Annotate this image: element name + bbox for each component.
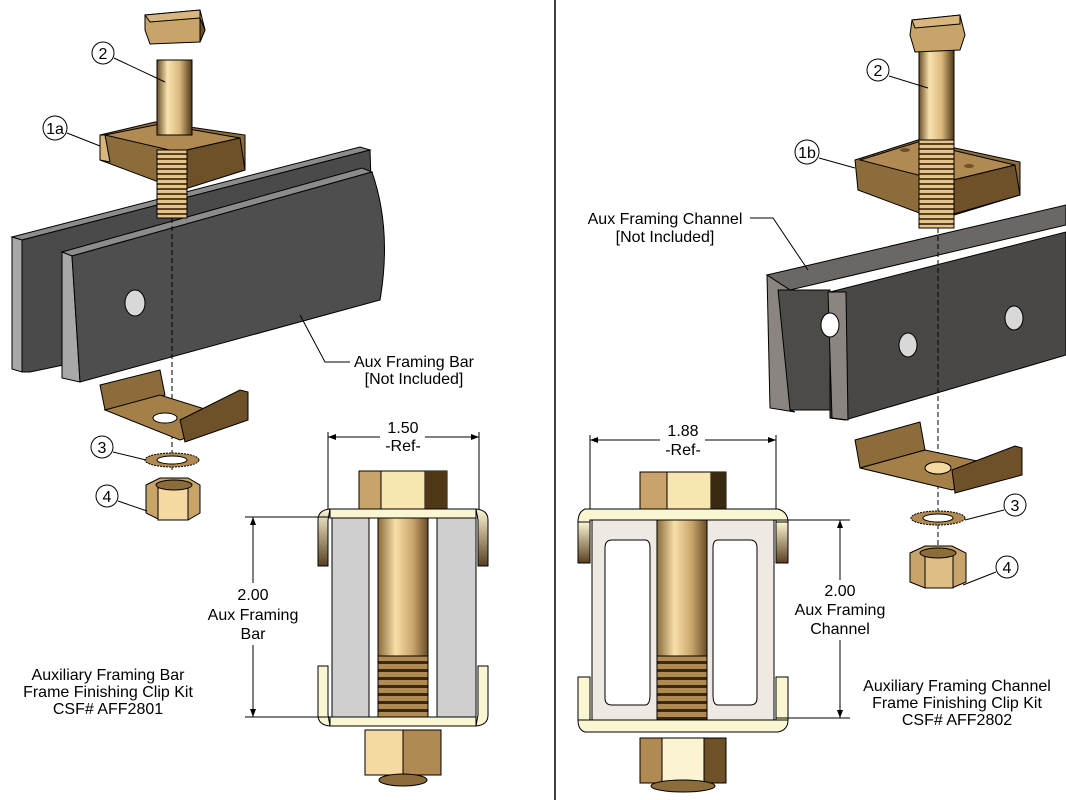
width-dim-note: -Ref- <box>385 438 421 455</box>
left-exploded-view: 2 1a 3 4 Aux Framing Bar [Not Included] <box>10 9 475 521</box>
framing-callout-line1: Aux Framing Channel <box>588 211 743 228</box>
svg-text:4: 4 <box>103 489 112 506</box>
bolt-shaft <box>918 47 955 141</box>
framing-callout-line1: Aux Framing Bar <box>354 354 475 371</box>
right-title-line3: CSF# AFF2802 <box>902 712 1012 729</box>
svg-text:1a: 1a <box>46 121 64 138</box>
balloon-2: 2 <box>866 58 929 89</box>
left-title-block: Auxiliary Framing Bar Frame Finishing Cl… <box>23 667 193 718</box>
right-title-line1: Auxiliary Framing Channel <box>863 678 1051 695</box>
balloon-2: 2 <box>91 41 166 83</box>
svg-text:4: 4 <box>1003 560 1012 577</box>
svg-text:1b: 1b <box>798 145 816 162</box>
hex-nut <box>145 477 201 521</box>
left-title-line1: Auxiliary Framing Bar <box>32 667 186 684</box>
framing-leader <box>299 314 350 363</box>
bolt-head <box>909 14 966 53</box>
right-title-line2: Frame Finishing Clip Kit <box>872 695 1042 712</box>
balloon-4: 4 <box>95 484 148 512</box>
hex-nut <box>909 545 967 589</box>
balloon-1b: 1b <box>794 139 856 169</box>
bolt-head <box>144 9 206 45</box>
bolt-thread <box>918 137 955 229</box>
aux-framing-bar <box>10 146 385 383</box>
height-dim-line1: Aux Framing <box>795 602 886 619</box>
balloon-1a: 1a <box>42 115 101 147</box>
balloon-4: 4 <box>962 555 1019 586</box>
left-section-view: 1.50 -Ref- 2.00 Aux Framing Bar <box>208 420 489 787</box>
height-dim-line1: Aux Framing <box>208 607 299 624</box>
height-dim-line2: Bar <box>241 626 267 643</box>
svg-text:3: 3 <box>1011 498 1020 515</box>
height-dim-value: 2.00 <box>237 587 268 604</box>
balloon-3: 3 <box>964 493 1027 521</box>
framing-leader <box>750 217 809 271</box>
svg-text:3: 3 <box>98 440 107 457</box>
bolt-shaft <box>156 59 193 136</box>
height-dim-value: 2.00 <box>824 583 855 600</box>
width-dim-value: 1.50 <box>387 420 418 437</box>
left-title-line2: Frame Finishing Clip Kit <box>23 684 193 701</box>
balloon-3: 3 <box>90 435 147 461</box>
left-title-line3: CSF# AFF2801 <box>53 701 163 718</box>
width-dim-value: 1.88 <box>667 423 698 440</box>
height-dim-line2: Channel <box>810 621 870 638</box>
svg-text:2: 2 <box>99 46 108 63</box>
width-dim-note: -Ref- <box>665 442 701 459</box>
right-exploded-view: 2 1b 3 4 Aux Framing Channel [Not Includ… <box>588 14 1066 589</box>
right-section-view: 1.88 -Ref- 2.00 Aux Framin <box>577 423 886 793</box>
bottom-clip <box>99 369 249 443</box>
right-title-block: Auxiliary Framing Channel Frame Finishin… <box>863 678 1051 729</box>
aux-framing-channel <box>765 204 1066 421</box>
bolt-thread <box>156 149 188 219</box>
svg-text:2: 2 <box>874 63 883 80</box>
framing-callout-line2: [Not Included] <box>365 371 464 388</box>
framing-callout-line2: [Not Included] <box>616 229 715 246</box>
bottom-clip <box>854 421 1023 494</box>
